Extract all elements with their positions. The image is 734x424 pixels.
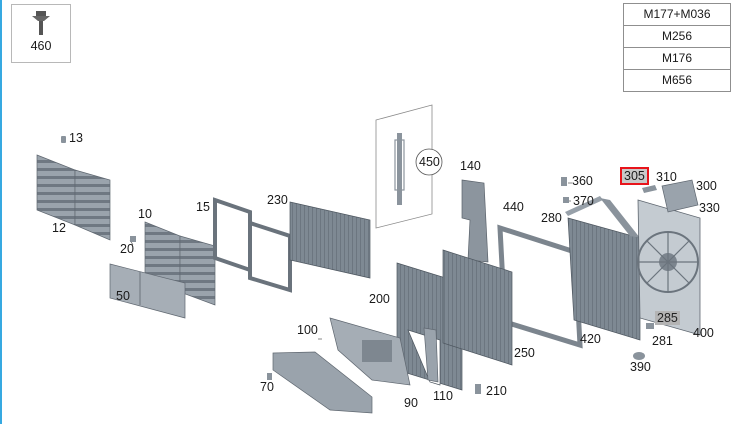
part-70-screw[interactable] (267, 373, 272, 380)
callout-110[interactable]: 110 (433, 389, 453, 403)
part-250-radiator[interactable] (442, 249, 513, 366)
callout-280[interactable]: 280 (541, 211, 562, 225)
inset-part-number: 460 (30, 39, 52, 53)
callout-15[interactable]: 15 (196, 200, 210, 214)
callout-305-highlighted[interactable]: 305 (620, 167, 649, 185)
screw-clip-icon (32, 11, 50, 35)
part-12-air-shutter[interactable] (36, 154, 111, 241)
engine-variant-3[interactable]: M656 (661, 73, 693, 87)
part-390-mount[interactable] (633, 352, 645, 360)
callout-13[interactable]: 13 (69, 131, 83, 145)
callout-90[interactable]: 90 (404, 396, 418, 410)
part-300-upper-bracket[interactable] (661, 179, 699, 213)
callout-10[interactable]: 10 (138, 207, 152, 221)
callout-400[interactable]: 400 (693, 326, 714, 340)
callout-250[interactable]: 250 (514, 346, 535, 360)
engine-variant-2[interactable]: M176 (624, 48, 730, 70)
callout-281[interactable]: 281 (652, 334, 673, 348)
callout-370[interactable]: 370 (573, 194, 594, 208)
window-edge (0, 0, 2, 424)
callout-440[interactable]: 440 (503, 200, 524, 214)
callout-100[interactable]: 100 (297, 323, 318, 337)
part-110-air-duct[interactable] (423, 327, 439, 383)
part-420-main-radiator[interactable] (567, 198, 641, 341)
part-450-detail-box[interactable] (375, 104, 443, 229)
part-360-clip[interactable] (561, 177, 567, 186)
part-460-inset[interactable]: 460 (11, 4, 71, 63)
callout-230[interactable]: 230 (267, 193, 288, 207)
callout-450[interactable]: 450 (419, 155, 440, 169)
part-310-clip[interactable] (642, 185, 657, 193)
callout-50[interactable]: 50 (116, 289, 130, 303)
part-15-frame[interactable] (213, 197, 292, 293)
part-210-bolt[interactable] (475, 384, 481, 394)
callout-300[interactable]: 300 (696, 179, 717, 193)
part-400-fan-shroud[interactable] (637, 199, 701, 336)
part-13-screw[interactable] (61, 136, 66, 143)
callout-390[interactable]: 390 (630, 360, 651, 374)
callout-360[interactable]: 360 (572, 174, 593, 188)
part-140-bracket[interactable] (461, 179, 489, 263)
callout-420[interactable]: 420 (580, 332, 601, 346)
part-100-lower-shroud[interactable] (329, 317, 411, 386)
part-280-seal[interactable] (565, 196, 603, 216)
callout-210[interactable]: 210 (486, 384, 507, 398)
callout-310[interactable]: 310 (656, 170, 677, 184)
part-50-lower-panel[interactable] (109, 263, 186, 319)
callout-200[interactable]: 200 (369, 292, 390, 306)
part-230-condenser[interactable] (289, 201, 371, 279)
part-281-clip[interactable] (646, 323, 654, 329)
callout-12[interactable]: 12 (52, 221, 66, 235)
engine-variant-1[interactable]: M256 (624, 26, 730, 48)
engine-variant-0[interactable]: M177+M036 (624, 4, 730, 26)
callout-285-highlighted[interactable]: 285 (655, 311, 680, 325)
part-10-air-shutter[interactable] (144, 221, 216, 306)
callout-140[interactable]: 140 (460, 159, 481, 173)
callout-70[interactable]: 70 (260, 380, 274, 394)
callout-330[interactable]: 330 (699, 201, 720, 215)
part-20-clip[interactable] (130, 236, 136, 242)
part-90-underbody-panel[interactable] (272, 351, 373, 414)
callout-20[interactable]: 20 (120, 242, 134, 256)
part-370-clip[interactable] (563, 197, 569, 203)
engine-variant-table: M177+M036 M256 M176 M656 (623, 3, 731, 92)
